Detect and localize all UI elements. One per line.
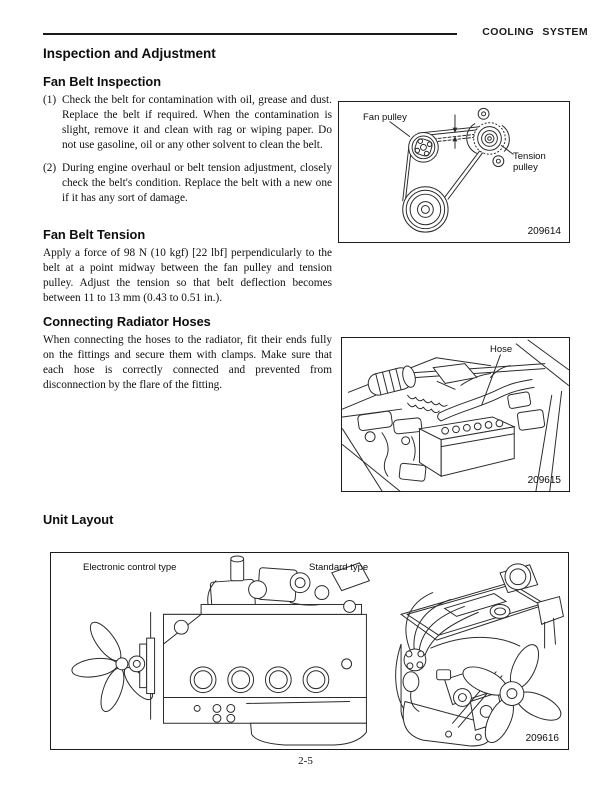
standard-type-label: Standard type bbox=[309, 562, 369, 573]
subsection-title-fan-belt-tension: Fan Belt Tension bbox=[43, 227, 146, 242]
list-item-text: Check the belt for contamination with oi… bbox=[62, 94, 332, 151]
header-rule bbox=[43, 33, 457, 35]
electronic-control-type-label: Electronic control type bbox=[83, 562, 177, 573]
subsection-title-connecting-radiator-hoses: Connecting Radiator Hoses bbox=[43, 314, 211, 329]
page-number: 2-5 bbox=[298, 755, 313, 767]
subsection-title-unit-layout: Unit Layout bbox=[43, 512, 114, 527]
figure-number: 209616 bbox=[525, 733, 559, 744]
list-item: (1) Check the belt for contamination wit… bbox=[43, 93, 332, 153]
tension-pulley-label: Tension pulley bbox=[513, 151, 546, 173]
engine-units-diagram bbox=[71, 555, 564, 747]
fan-belt-tension-paragraph: Apply a force of 98 N (10 kgf) [22 lbf] … bbox=[43, 247, 332, 304]
fan-belt-diagram bbox=[389, 107, 514, 233]
hose-label: Hose bbox=[490, 344, 513, 355]
section-title-inspection-and-adjustment: Inspection and Adjustment bbox=[43, 46, 216, 61]
engine-bay-diagram bbox=[342, 339, 569, 491]
subsection-title-fan-belt-inspection: Fan Belt Inspection bbox=[43, 74, 162, 89]
chapter-title: COOLING SYSTEM bbox=[482, 26, 588, 38]
list-item-text: During engine overhaul or belt tension a… bbox=[62, 162, 332, 204]
figure-number: 209615 bbox=[527, 475, 561, 486]
fan-belt-inspection-list: (1) Check the belt for contamination wit… bbox=[43, 93, 332, 214]
figure-unit-layout: Electronic control type Standard type 20… bbox=[50, 552, 569, 750]
fan-pulley-label: Fan pulley bbox=[363, 112, 407, 123]
connecting-radiator-hoses-paragraph: When connecting the hoses to the radiato… bbox=[43, 334, 332, 391]
figure-radiator-hose: Hose 209615 bbox=[341, 337, 570, 492]
figure-number: 209614 bbox=[527, 226, 561, 237]
list-item: (2) During engine overhaul or belt tensi… bbox=[43, 161, 332, 206]
list-item-number: (1) bbox=[43, 94, 57, 106]
list-item-number: (2) bbox=[43, 162, 57, 174]
figure-fan-belt: Fan pulley Tension pulley 209614 bbox=[338, 101, 570, 243]
